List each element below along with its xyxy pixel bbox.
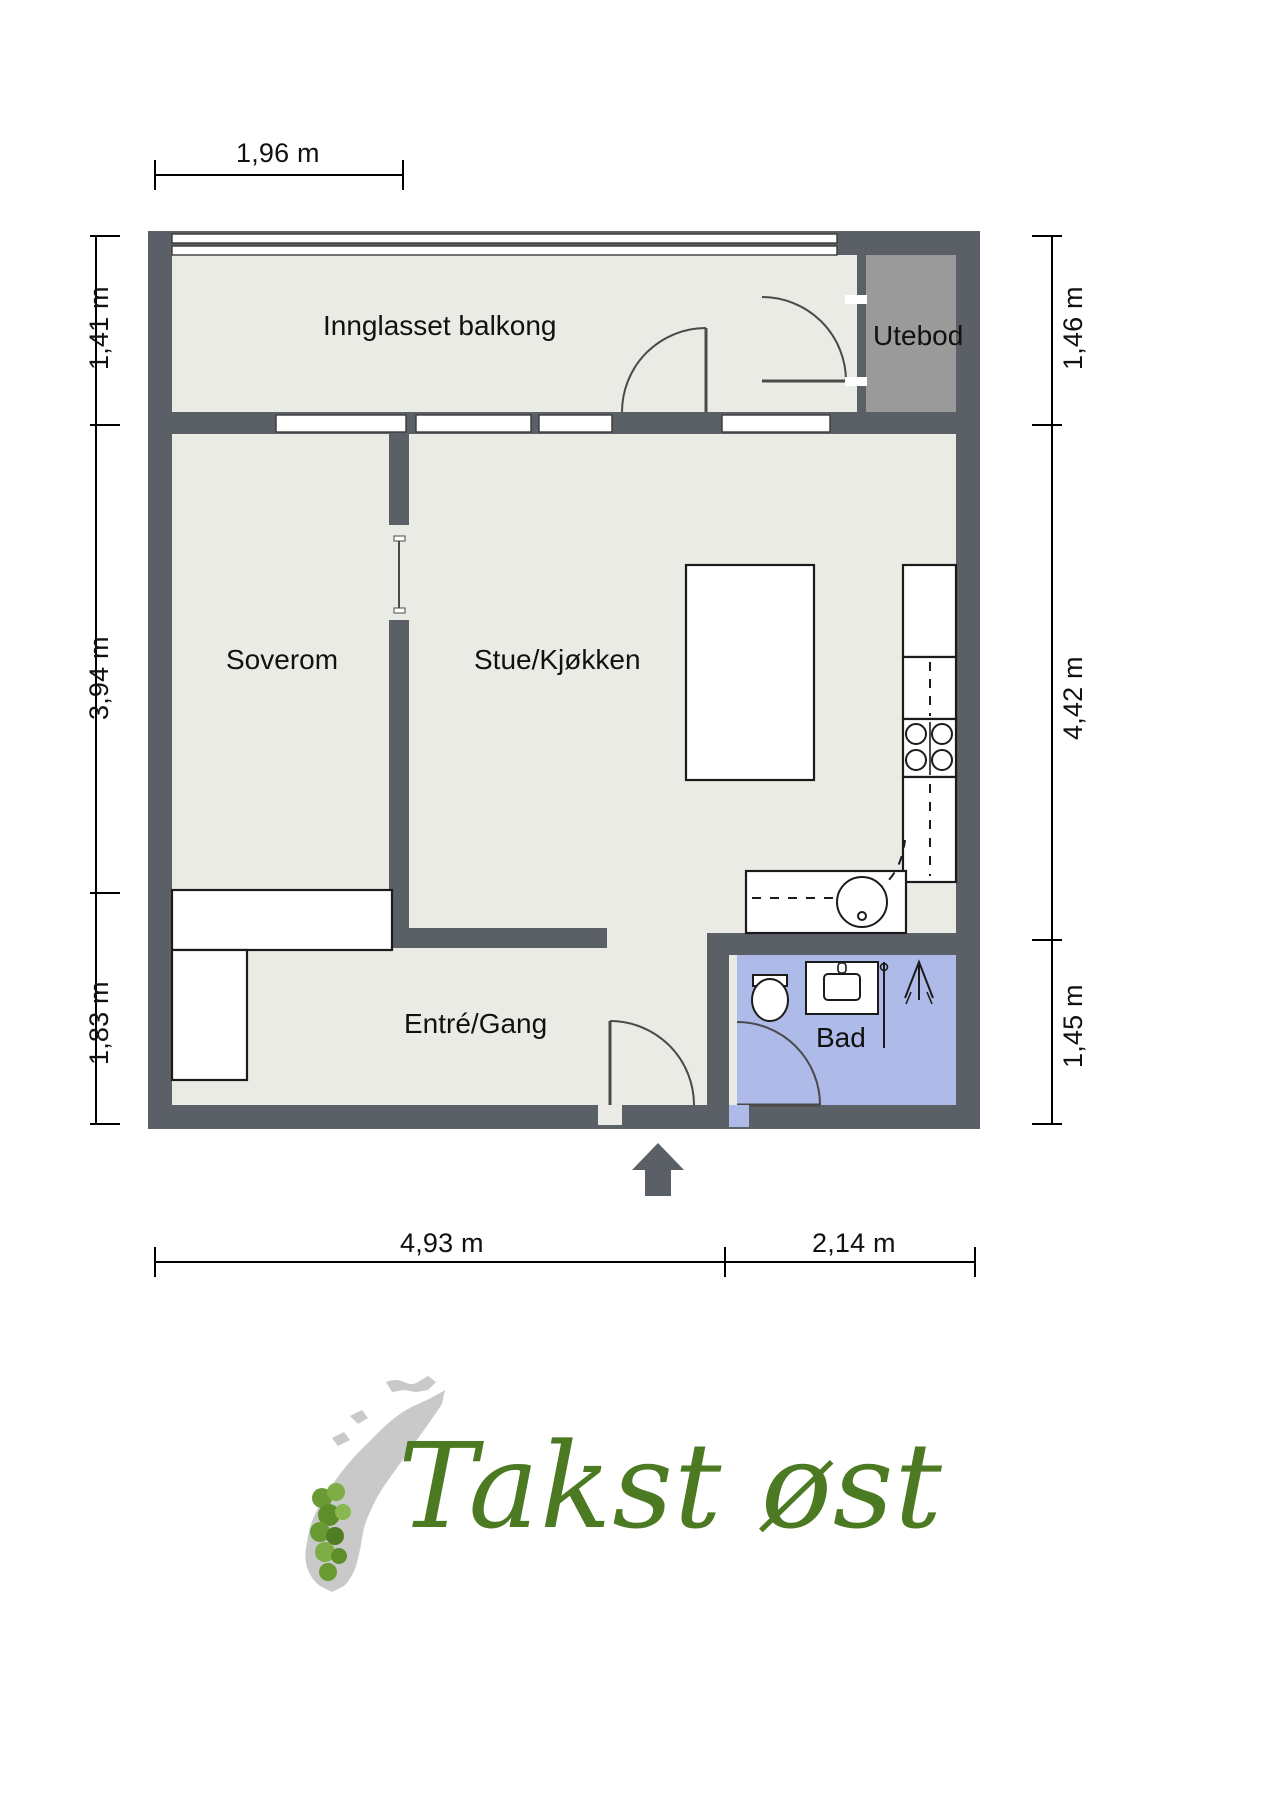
- dimension-label-bottom-2: 2,14 m: [812, 1228, 896, 1258]
- room-floor-utebod: [866, 255, 956, 425]
- wardrobe-lower: [170, 948, 249, 1082]
- kitchen-cabinet-upper: [901, 563, 958, 659]
- windows: [171, 233, 838, 433]
- window-1: [275, 414, 407, 433]
- company-logo: Takst øst: [280, 1395, 1000, 1645]
- dimension-label-left-1: 1,41 m: [84, 286, 114, 370]
- dimension-label-right-1: 1,46 m: [1058, 286, 1088, 370]
- entrance-arrow-icon: [632, 1143, 684, 1196]
- dimension-label-left-3: 1,83 m: [84, 981, 114, 1065]
- norway-map-icon: [305, 1376, 445, 1592]
- window-3: [538, 414, 613, 433]
- dimension-label-right-2: 4,42 m: [1058, 656, 1088, 740]
- dimension-label-bottom-1: 4,93 m: [400, 1228, 484, 1258]
- doors: [393, 295, 867, 1127]
- dimension-lines: [90, 160, 1062, 1277]
- room-floor-balkong: [172, 255, 857, 425]
- wardrobe-upper: [170, 888, 394, 952]
- furniture-bed: [684, 563, 816, 782]
- room-label-soverom: Soverom: [226, 644, 339, 675]
- washbasin-icon: [805, 961, 879, 1015]
- logo-wordmark: Takst øst: [398, 1417, 943, 1555]
- toilet-icon: [751, 974, 789, 1022]
- dimension-label-top-1: 1,96 m: [236, 138, 320, 168]
- window-4: [721, 414, 831, 433]
- room-label-entre: Entré/Gang: [404, 1008, 548, 1039]
- furniture: [170, 563, 958, 1082]
- room-label-balkong: Innglasset balkong: [323, 310, 557, 341]
- window-2: [415, 414, 532, 433]
- dimension-label-left-2: 3,94 m: [84, 636, 114, 720]
- room-label-bad: Bad: [816, 1022, 866, 1053]
- dimension-label-right-3: 1,45 m: [1058, 984, 1088, 1068]
- shower-icon: [879, 959, 934, 1048]
- room-label-utebod: Utebod: [873, 320, 964, 351]
- room-label-stue: Stue/Kjøkken: [474, 644, 641, 675]
